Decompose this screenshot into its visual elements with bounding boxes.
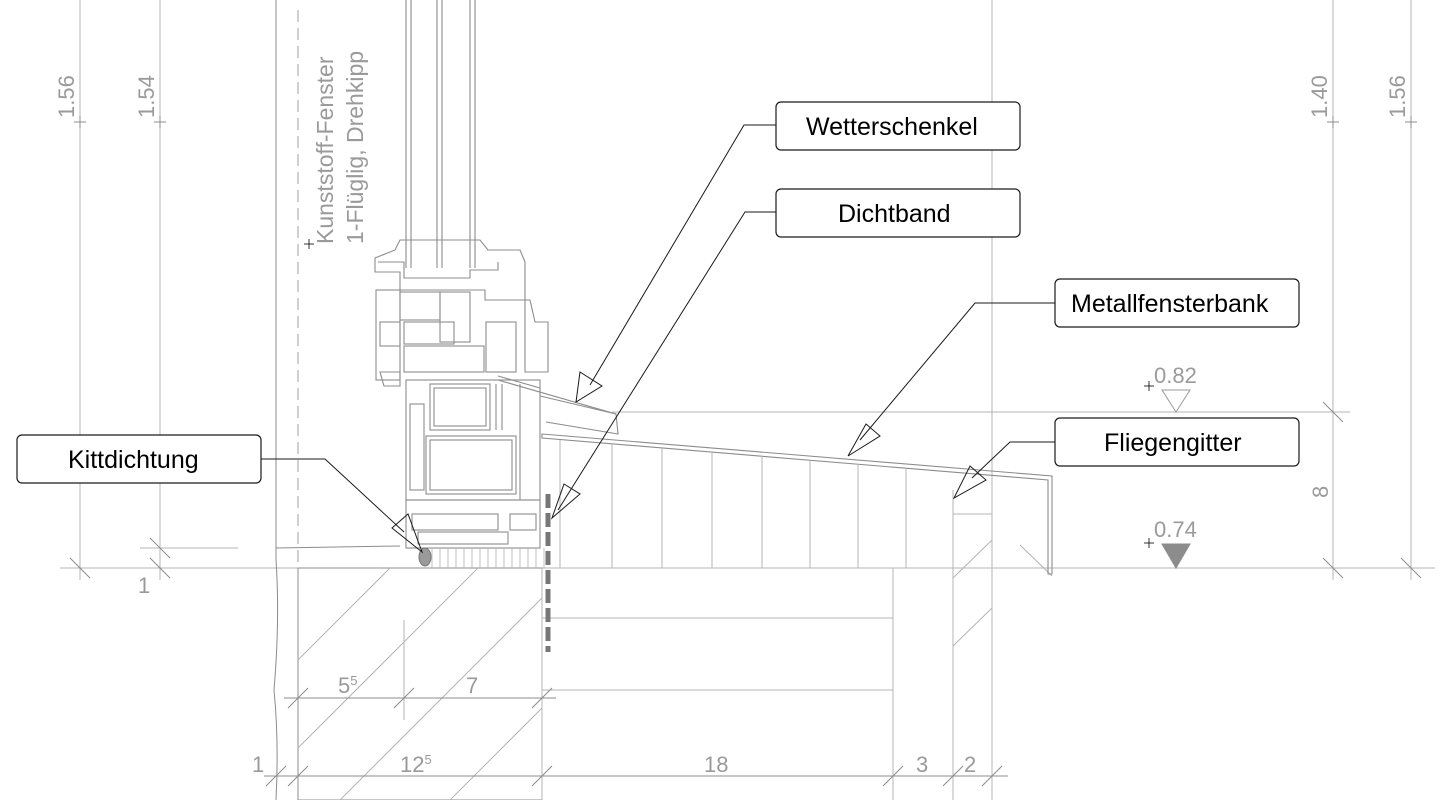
label-metallfensterbank[interactable]: Metallfensterbank	[1054, 278, 1300, 328]
dimension-ticks	[69, 401, 1422, 787]
level-marker-082: 0.82	[1144, 363, 1197, 413]
window-frame-profile	[374, 0, 619, 652]
level-154-left: 1.54	[134, 75, 159, 118]
dim-5-5: 55	[338, 673, 357, 698]
dim-2: 2	[964, 752, 976, 777]
leader-lines	[260, 124, 1056, 554]
metal-window-sill	[541, 433, 1053, 575]
dim-7: 7	[466, 673, 478, 698]
level-marker-074: 0.74	[1144, 517, 1197, 569]
label-dichtband[interactable]: Dichtband	[775, 188, 1021, 238]
level-text-074: 0.74	[1154, 517, 1197, 542]
label-kittdichtung-text: Kittdichtung	[68, 446, 199, 474]
wall-section	[273, 0, 1053, 800]
dim-8: 8	[1308, 486, 1333, 498]
level-140-right: 1.40	[1307, 75, 1332, 118]
level-156-right: 1.56	[1385, 75, 1410, 118]
dim-12-5: 125	[400, 752, 432, 777]
level-text-082: 0.82	[1154, 363, 1197, 388]
label-fliegengitter[interactable]: Fliegengitter	[1054, 417, 1300, 467]
label-metallfensterbank-text: Metallfensterbank	[1071, 290, 1269, 318]
label-wetterschenkel[interactable]: Wetterschenkel	[775, 101, 1021, 151]
label-dichtband-text: Dichtband	[838, 200, 951, 228]
dim-1-left: 1	[138, 573, 150, 598]
window-note-line1: Kunststoff-Fenster	[312, 56, 338, 244]
dim-3: 3	[916, 752, 928, 777]
label-kittdichtung[interactable]: Kittdichtung	[16, 434, 262, 484]
window-note-line2: 1-Flüglig, Drehkipp	[342, 51, 368, 244]
label-fliegengitter-text: Fliegengitter	[1104, 429, 1242, 457]
dim-18: 18	[704, 752, 728, 777]
level-156-left: 1.56	[54, 75, 79, 118]
reference-lines	[60, 0, 1435, 800]
dim-1-bottom: 1	[252, 752, 264, 777]
label-wetterschenkel-text: Wetterschenkel	[806, 113, 978, 141]
